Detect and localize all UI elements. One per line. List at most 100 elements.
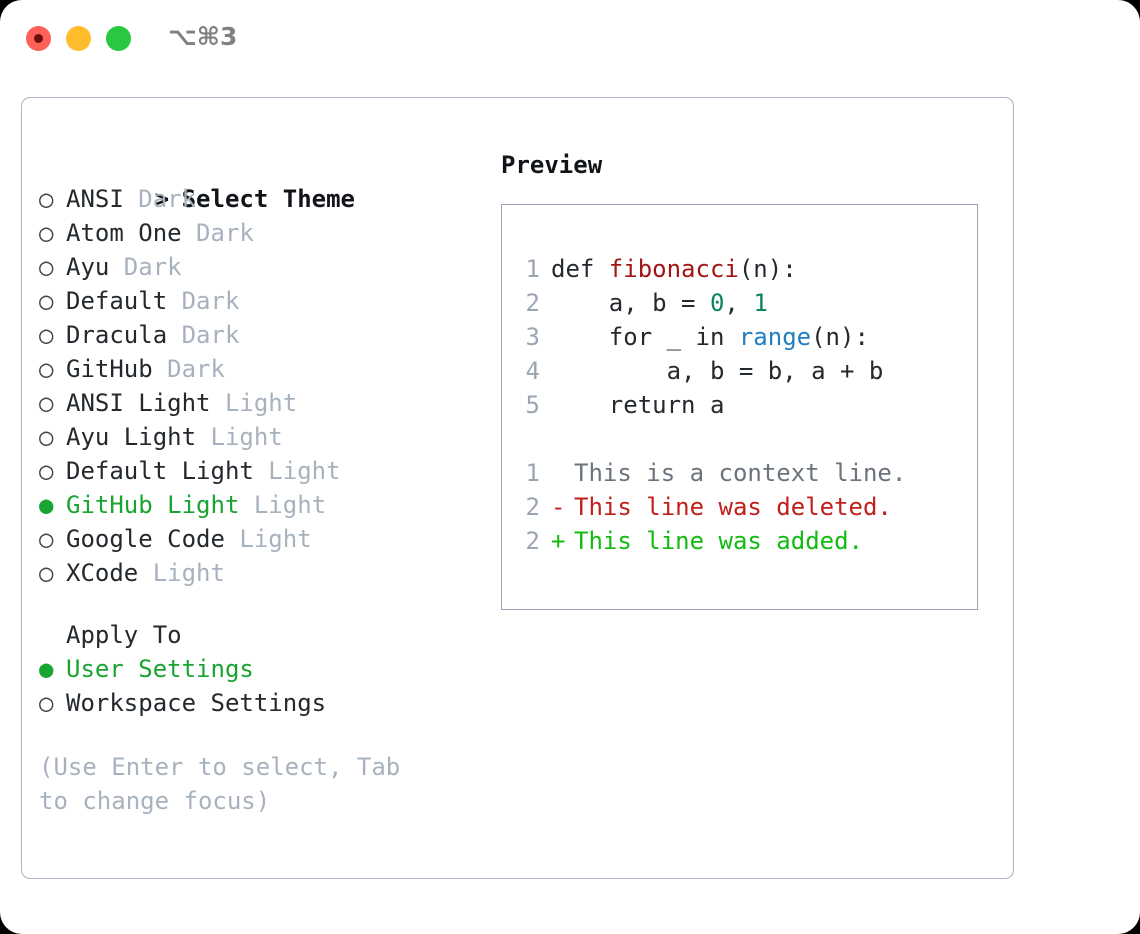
line-number: 1 [525, 255, 540, 283]
code-line: 3 for _ in range(n): [518, 320, 977, 354]
prompt-caret-icon: > [154, 185, 170, 213]
radio-selected-icon: ● [39, 491, 54, 519]
theme-name-label: GitHub Light [66, 491, 240, 519]
theme-name-label: GitHub [66, 355, 153, 383]
theme-name-label: Atom One [66, 219, 182, 247]
theme-list-item[interactable]: ○ ANSI Dark [39, 182, 479, 216]
theme-variant-badge: Light [196, 423, 283, 451]
radio-unselected-icon: ○ [39, 423, 54, 451]
keyboard-shortcut-label: ⌥⌘3 [168, 22, 238, 51]
radio-unselected-icon: ○ [39, 321, 54, 349]
line-number: 2 [525, 493, 540, 521]
theme-variant-badge: Dark [167, 321, 240, 349]
apply-to-option[interactable]: ● User Settings [39, 652, 479, 686]
keyboard-hint-text: (Use Enter to select, Tab to change focu… [39, 753, 401, 815]
code-line: 5 return a [518, 388, 977, 422]
theme-variant-badge: Light [239, 491, 327, 519]
theme-list-item[interactable]: ○ Ayu Dark [39, 250, 479, 284]
line-number: 3 [525, 323, 540, 351]
radio-unselected-icon: ○ [39, 525, 54, 553]
theme-name-label: Default Light [66, 457, 254, 485]
theme-list-item[interactable]: ● GitHub Light Light [39, 488, 479, 522]
apply-to-option[interactable]: ○ Workspace Settings [39, 686, 479, 720]
code-token: return a [551, 391, 725, 419]
radio-unselected-icon: ○ [39, 219, 54, 247]
theme-list-item[interactable]: ○ Ayu Light Light [39, 420, 479, 454]
code-spacer [518, 422, 977, 456]
theme-name-label: Dracula [66, 321, 168, 349]
radio-selected-icon: ● [39, 655, 54, 683]
preview-title: Preview [501, 151, 603, 179]
theme-name-label: Ayu Light [66, 423, 197, 451]
theme-variant-badge: Light [224, 525, 312, 553]
theme-variant-badge: Light [253, 457, 341, 485]
theme-list-item[interactable]: ○Default Dark [39, 284, 479, 318]
apply-to-header: Apply To [66, 621, 182, 649]
code-token: , [724, 289, 754, 317]
theme-variant-badge: Dark [123, 185, 197, 213]
code-token: a, b = b, a + b [551, 357, 884, 385]
content-panel: >Select Theme ○ANSI Dark○Atom One Dark○A… [21, 97, 1014, 879]
line-number: 4 [525, 357, 540, 385]
theme-list-item[interactable]: ○ ANSI Light Light [39, 386, 479, 420]
diff-text: This is a context line. [574, 459, 907, 487]
theme-name-label: XCode [66, 559, 139, 587]
apply-to-label: User Settings [66, 655, 254, 683]
radio-unselected-icon: ○ [39, 689, 54, 717]
diff-line: 2-This line was deleted. [518, 490, 977, 524]
theme-picker-header: >Select Theme [39, 148, 479, 213]
code-line: 2 a, b = 0, 1 [518, 286, 977, 320]
code-token: range [738, 323, 812, 351]
line-number: 2 [525, 289, 540, 317]
close-window-button[interactable] [26, 26, 51, 51]
theme-list-item[interactable]: ○ Atom One Dark [39, 216, 479, 250]
diff-line: 2 + This line was added. [518, 524, 977, 558]
code-token: (n): [811, 323, 869, 351]
apply-to-label: Workspace Settings [66, 689, 327, 717]
code-token: a, b = [551, 289, 710, 317]
theme-list-item[interactable]: ○XCode Light [39, 556, 479, 590]
radio-unselected-icon: ○ [39, 559, 54, 587]
theme-name-label: ANSI Light [66, 389, 211, 417]
code-line: 1 def fibonacci(n): [518, 252, 977, 286]
code-token: 0 [709, 289, 725, 317]
code-token: for _ in [551, 323, 739, 351]
theme-variant-badge: Light [210, 389, 298, 417]
radio-unselected-icon: ○ [39, 253, 54, 281]
theme-list-item[interactable]: ○Default Light Light [39, 454, 479, 488]
apply-to-section: Apply To ● User Settings ○ Workspace Settin… [39, 618, 479, 720]
radio-unselected-icon: ○ [39, 389, 54, 417]
code-line: 4 a, b = b, a + b [518, 354, 977, 388]
theme-picker-column: >Select Theme ○ANSI Dark○Atom One Dark○A… [39, 148, 479, 818]
theme-name-label: Default [66, 287, 168, 315]
maximize-window-button[interactable] [106, 26, 131, 51]
theme-list-item[interactable]: ○Google Code Light [39, 522, 479, 556]
theme-variant-badge: Dark [181, 219, 254, 247]
theme-variant-badge: Dark [109, 253, 182, 281]
theme-list-item[interactable]: ○GitHub Dark [39, 352, 479, 386]
apply-to-list: ● User Settings ○ Workspace Settings [39, 652, 479, 720]
theme-list: ○ANSI Dark○Atom One Dark○Ayu Dark○Defaul… [39, 182, 479, 590]
radio-unselected-icon: ○ [39, 355, 54, 383]
code-token: 1 [753, 289, 768, 317]
theme-name-label: Ayu [66, 253, 110, 281]
theme-variant-badge: Dark [167, 287, 240, 315]
code-token: def [551, 255, 609, 283]
diff-marker [551, 456, 574, 490]
minimize-window-button[interactable] [66, 26, 91, 51]
radio-unselected-icon: ○ [39, 185, 54, 213]
line-number: 5 [525, 391, 540, 419]
code-token: (n): [738, 255, 797, 283]
theme-list-item[interactable]: ○ Dracula Dark [39, 318, 479, 352]
title-bar: ⌥⌘3 [0, 0, 1140, 78]
code-token: fibonacci [608, 255, 739, 283]
theme-name-label: ANSI [66, 185, 124, 213]
diff-text: This line was deleted. [574, 493, 892, 521]
diff-marker: + [551, 527, 566, 555]
diff-text: This line was added. [574, 527, 863, 555]
line-number: 2 [525, 527, 540, 555]
diff-line: 1 This is a context line. [518, 456, 977, 490]
